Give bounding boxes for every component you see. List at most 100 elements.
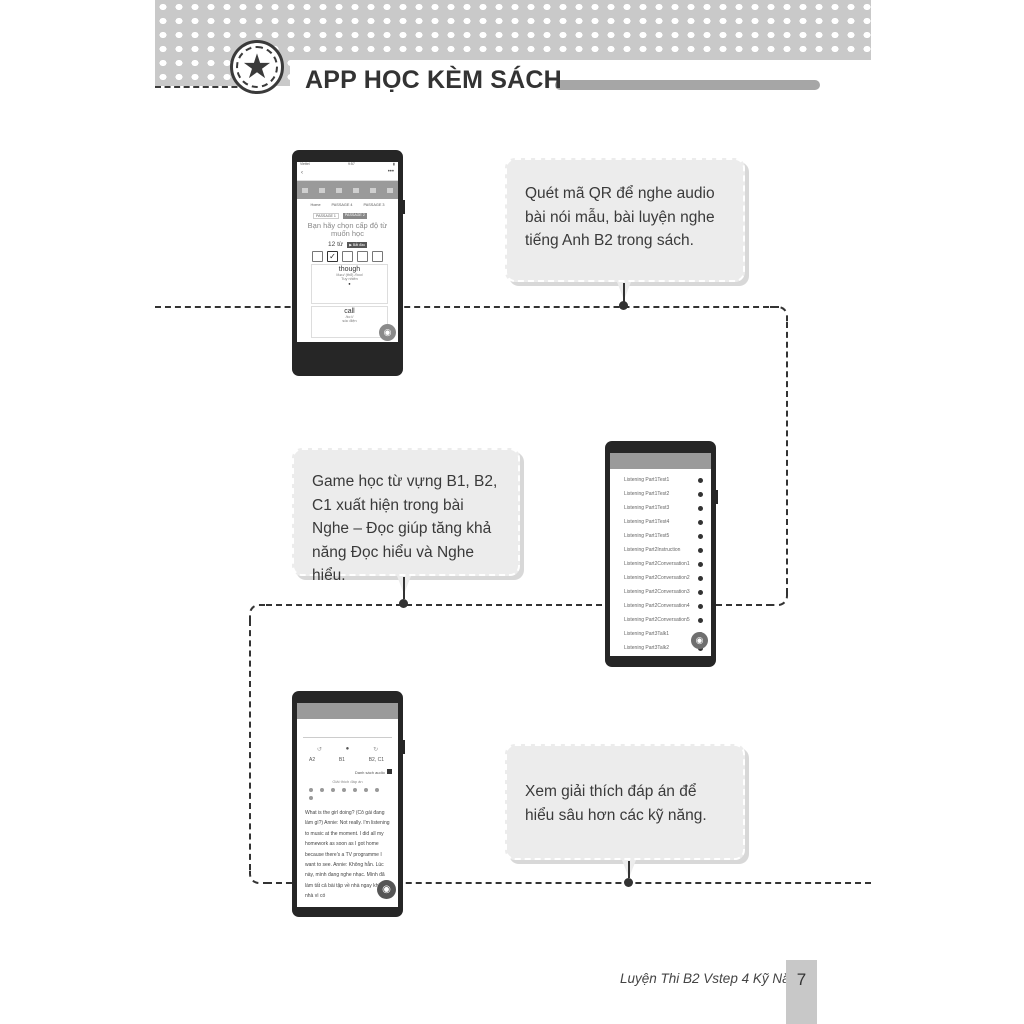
level-a2[interactable]: A2 (309, 757, 316, 763)
flashcard[interactable]: though /ðəʊ/ (thổ) /ðoʊ/ Tuy nhiên ● (311, 264, 388, 304)
title-underline-bar (555, 80, 820, 90)
eye-icon[interactable]: ◉ (379, 324, 396, 341)
tab-passage-2[interactable]: PASSAGE 2 (342, 213, 367, 219)
answer-dot[interactable] (375, 788, 379, 792)
play-icon[interactable] (698, 506, 703, 511)
battery-icon: ▮ (393, 162, 395, 166)
answer-dot[interactable] (320, 788, 324, 792)
flashcard-word: though (338, 266, 361, 273)
page-title: APP HỌC KÈM SÁCH (305, 66, 562, 94)
tab-icon[interactable] (352, 187, 359, 193)
listening-item[interactable]: Listening Part2Instruction (610, 543, 711, 557)
tab-icon[interactable] (386, 187, 393, 193)
word-count-row: 12 từ ▶ Bắt đầu (297, 238, 398, 248)
phone-screen: Viettel 9:57 ▮ ‹ ••• Home PASSAGE 4 PASS… (297, 162, 398, 342)
flashcard-meaning: sóc điện (342, 319, 357, 323)
listening-item[interactable]: Listening Part1Test4 (610, 515, 711, 529)
nav-passage-3[interactable]: PASSAGE 3 (363, 203, 385, 207)
level-prompt: Bạn hãy chọn cấp độ từ muốn học (307, 221, 388, 238)
passage-nav: Home PASSAGE 4 PASSAGE 3 (297, 199, 398, 207)
answer-dot[interactable] (364, 788, 368, 792)
callout-stem (623, 283, 625, 302)
connector-line (249, 620, 251, 870)
answer-dot[interactable] (331, 788, 335, 792)
play-icon[interactable] (698, 618, 703, 623)
flashcard-word: call (344, 308, 355, 315)
connector-corner (249, 604, 267, 622)
audio-progress-bar[interactable] (303, 737, 392, 738)
app-toolbar: ‹ ••• (297, 168, 398, 181)
nav-home[interactable]: Home (310, 203, 321, 207)
listening-item-label: Listening Part2Conversation1 (624, 561, 690, 567)
play-icon[interactable] (698, 576, 703, 581)
eye-icon[interactable]: ◉ (377, 880, 396, 899)
tab-icon[interactable] (302, 187, 309, 193)
connector-corner (249, 866, 267, 884)
connector-line (786, 322, 788, 594)
more-icon[interactable]: ••• (387, 169, 394, 175)
chapter-tab-bar (297, 181, 398, 199)
start-button[interactable]: ▶ Bắt đầu (347, 241, 367, 248)
listening-item[interactable]: Listening Part2Conversation4 (610, 599, 711, 613)
listening-item[interactable]: Listening Part2Conversation5 (610, 613, 711, 627)
speaker-icon[interactable]: ● (348, 281, 351, 286)
tab-icon[interactable] (336, 187, 343, 193)
explanation-passage: What is the girl doing? (Cô gái đang làm… (305, 810, 390, 900)
forward-icon[interactable]: ↻ (373, 747, 379, 753)
level-checkbox[interactable] (342, 251, 353, 262)
play-icon[interactable] (698, 492, 703, 497)
level-b1[interactable]: B1 (338, 757, 345, 763)
play-icon[interactable] (698, 534, 703, 539)
listening-item[interactable]: Listening Part1Test2 (610, 487, 711, 501)
callout-text: Game học từ vựng B1, B2, C1 xuất hiện tr… (312, 473, 498, 584)
star-badge-ring (236, 46, 278, 88)
connector-dot (399, 599, 408, 608)
status-bar: Viettel 9:57 ▮ (297, 162, 398, 168)
answer-dot[interactable] (353, 788, 357, 792)
phone-side-button (402, 740, 405, 754)
listening-item[interactable]: Listening Part2Conversation1 (610, 557, 711, 571)
play-icon[interactable] (698, 548, 703, 553)
nav-passage-4[interactable]: PASSAGE 4 (331, 203, 353, 207)
level-b2-c1[interactable]: B2, C1 (368, 757, 384, 763)
listening-item-label: Listening Part3Talk1 (624, 631, 670, 637)
chapter-tab-bar (297, 703, 398, 719)
connector-line (266, 604, 772, 606)
play-icon[interactable] (698, 520, 703, 525)
page-number-tab (786, 960, 817, 1024)
listening-item[interactable]: Listening Part1Test1 (610, 473, 711, 487)
back-icon[interactable]: ‹ (301, 170, 303, 176)
listening-item[interactable]: Listening Part2Conversation2 (610, 571, 711, 585)
play-icon[interactable] (698, 562, 703, 567)
listening-item[interactable]: Listening Part1Test5 (610, 529, 711, 543)
rewind-icon[interactable]: ↺ (316, 747, 322, 753)
tab-icon[interactable] (369, 187, 376, 193)
answer-dot[interactable] (342, 788, 346, 792)
eye-icon[interactable]: ◉ (691, 632, 708, 649)
level-checkbox[interactable] (312, 251, 323, 262)
tab-passage-1[interactable]: PASSAGE 1 (313, 213, 339, 219)
phone-side-button (402, 200, 405, 214)
play-icon[interactable] (698, 590, 703, 595)
level-checkbox[interactable] (372, 251, 383, 262)
listening-item[interactable]: Listening Part1Test3 (610, 501, 711, 515)
listening-item-label: Listening Part1Test1 (624, 477, 670, 483)
play-icon[interactable]: ● (345, 746, 350, 752)
play-icon[interactable] (698, 604, 703, 609)
answer-dot[interactable] (309, 788, 313, 792)
callout-qr-audio: Quét mã QR để nghe audio bài nói mẫu, bà… (505, 158, 745, 282)
list-icon (387, 769, 392, 774)
level-checkbox[interactable] (357, 251, 368, 262)
tab-icon[interactable] (319, 187, 326, 193)
play-icon[interactable] (698, 478, 703, 483)
listening-item-label: Listening Part1Test4 (624, 519, 670, 525)
level-checkbox-checked[interactable]: ✓ (327, 251, 338, 262)
audio-list-link[interactable]: Danh sách audio (297, 763, 398, 775)
flashcard[interactable]: call /kɔːl/ sóc điện (311, 306, 388, 338)
star-icon: ★ (241, 48, 273, 86)
level-checkboxes: ✓ (297, 248, 398, 262)
answer-dot[interactable] (309, 796, 313, 800)
listening-item[interactable]: Listening Part2Conversation3 (610, 585, 711, 599)
passage-tabs: PASSAGE 1 PASSAGE 2 (297, 207, 398, 219)
